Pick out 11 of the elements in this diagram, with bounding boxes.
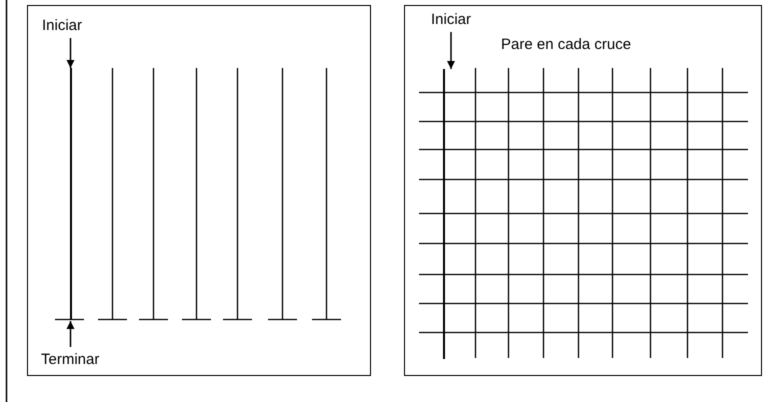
path-line (443, 69, 445, 359)
instruction-text: Pare en cada cruce (501, 36, 632, 53)
panel-frame (27, 5, 371, 376)
path-line (70, 68, 72, 320)
arrow (66, 321, 74, 347)
arrow (447, 32, 455, 69)
start-end-label: Terminar (41, 351, 100, 368)
panel-frame (404, 5, 762, 376)
arrow (66, 38, 74, 68)
start-end-label: Iniciar (42, 17, 82, 34)
start-end-label: Iniciar (431, 11, 472, 28)
